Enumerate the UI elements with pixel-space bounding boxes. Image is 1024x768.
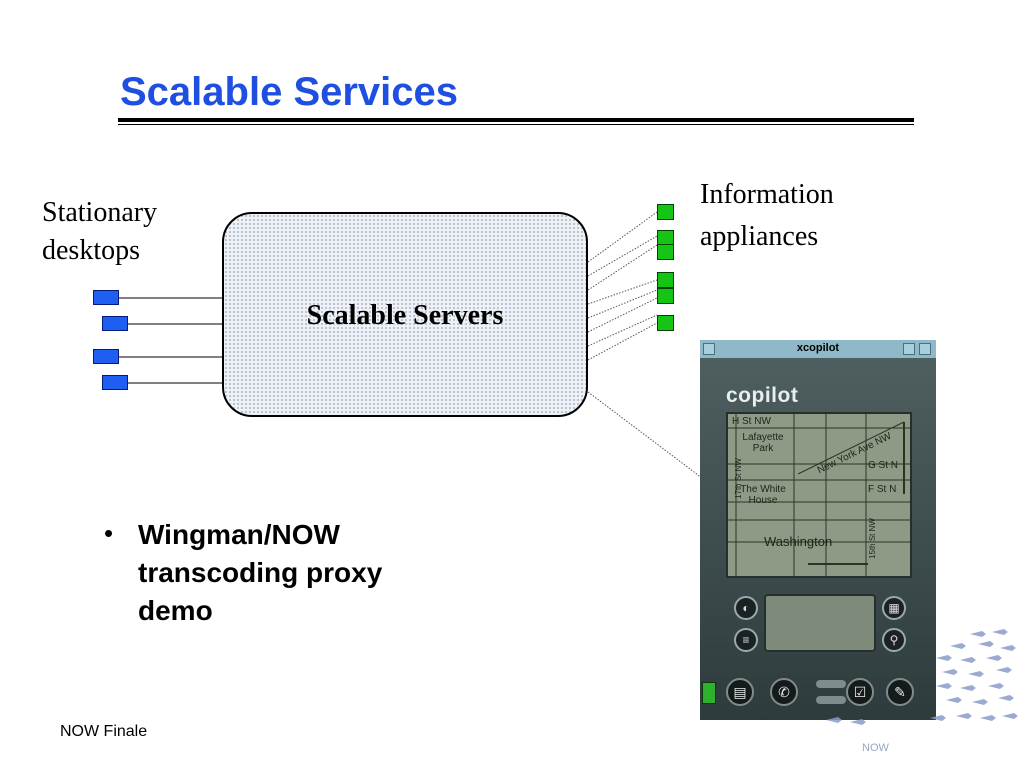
window-title: xcopilot <box>796 342 840 354</box>
bullet-marker: • <box>104 518 114 548</box>
title-rule-thick <box>118 118 914 122</box>
map-label: The White House <box>740 484 786 506</box>
appliance-node <box>657 272 674 288</box>
desktop-node <box>102 316 128 331</box>
todo-icon[interactable]: ☑ <box>846 678 874 706</box>
information-appliances-label: Information appliances <box>700 174 870 258</box>
menu-icon[interactable]: ≡ <box>734 628 758 652</box>
map-label: H St NW <box>732 416 771 427</box>
desktop-node <box>93 290 119 305</box>
map-label: F St N <box>868 484 897 495</box>
appliance-node <box>657 244 674 260</box>
scroll-down-button[interactable] <box>816 696 846 704</box>
map-streets <box>728 414 910 576</box>
palm-screen-map[interactable]: H St NW Lafayette Park New York Ave NW G… <box>726 412 912 578</box>
appliance-node <box>657 315 674 331</box>
calc-icon[interactable]: ▦ <box>882 596 906 620</box>
phone-icon[interactable]: ✆ <box>770 678 798 706</box>
map-label: 17th St NW <box>733 458 743 499</box>
desktop-node <box>93 349 119 364</box>
watermark-text: NOW <box>862 742 889 754</box>
app-icon[interactable]: ◐ <box>734 596 758 620</box>
graffiti-area[interactable] <box>764 594 876 652</box>
stationary-desktops-label: Stationary desktops <box>42 194 192 270</box>
map-label: G St N <box>868 460 899 471</box>
servers-label: Scalable Servers <box>306 300 504 331</box>
power-tab[interactable] <box>702 682 716 704</box>
map-label: 15th St NW <box>867 518 877 559</box>
fish-school-decoration <box>826 629 1018 725</box>
calendar-icon[interactable]: ▤ <box>726 678 754 706</box>
appliance-node <box>657 204 674 220</box>
xcopilot-window: xcopilot copilot <box>700 340 936 720</box>
window-maximize-button[interactable] <box>919 343 931 355</box>
desktop-node <box>102 375 128 390</box>
title-rule-thin <box>118 124 914 125</box>
appliance-node <box>657 288 674 304</box>
scalable-servers-box: Scalable Servers <box>222 212 588 417</box>
window-minimize-button[interactable] <box>903 343 915 355</box>
bullet-text: Wingman/NOW transcoding proxy demo <box>138 519 383 626</box>
information-label-text: Information appliances <box>700 179 834 252</box>
map-label: Washington <box>764 534 833 549</box>
slide-title: Scalable Services <box>120 70 459 114</box>
copilot-logo: copilot <box>726 384 799 407</box>
memo-icon[interactable]: ✎ <box>886 678 914 706</box>
find-icon[interactable]: ⚲ <box>882 628 906 652</box>
footer-text: NOW Finale <box>60 723 148 740</box>
stationary-label-text: Stationary desktops <box>42 197 158 266</box>
palm-device: copilot H St N <box>700 358 936 720</box>
window-menu-button[interactable] <box>703 343 715 355</box>
window-titlebar[interactable]: xcopilot <box>700 340 936 358</box>
map-label: Lafayette Park <box>742 432 784 454</box>
scroll-up-button[interactable] <box>816 680 846 688</box>
